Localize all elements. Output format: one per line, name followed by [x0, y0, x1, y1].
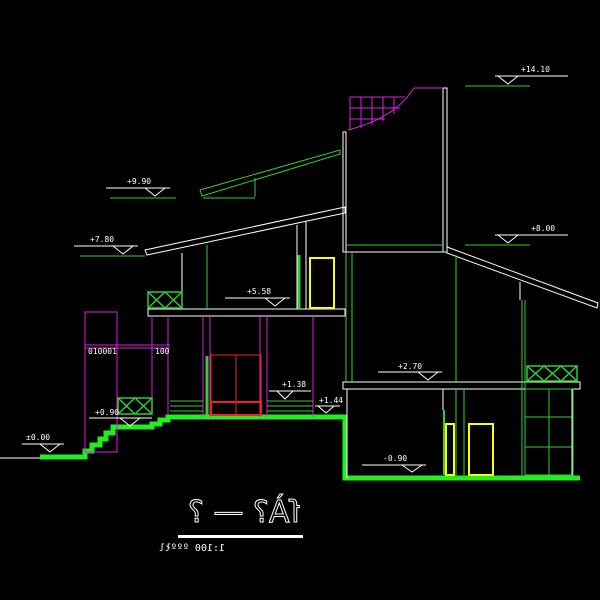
elevation-label: +5.58 — [247, 287, 271, 296]
elevation-label: -0.90 — [383, 454, 407, 463]
elevation-markers — [22, 75, 568, 473]
title-block: ſÀ? — ? — [187, 494, 300, 531]
elevation-labels: +14.10 +9.90 +8.00 +7.80 +5.58 +2.70 +1.… — [26, 65, 555, 463]
title-underline — [178, 535, 303, 538]
elevation-label: +1.38 — [282, 380, 306, 389]
elevation-label: +2.70 — [398, 362, 422, 371]
entry-door — [210, 354, 262, 416]
elevation-label: +8.00 — [531, 224, 555, 233]
ground-profile — [0, 414, 580, 481]
elevation-label: ±0.00 — [26, 433, 50, 442]
elevation-label: +0.90 — [95, 408, 119, 417]
elevation-label: +9.90 — [127, 177, 151, 186]
floors-walls — [147, 222, 581, 478]
trellis-grid — [347, 87, 415, 131]
annotation-label: 100 — [155, 347, 170, 356]
elevation-label: +7.80 — [90, 235, 114, 244]
window-grid — [524, 388, 574, 476]
elevation-label: +14.10 — [521, 65, 550, 74]
doors — [309, 257, 494, 476]
railings — [170, 356, 313, 415]
drawing-title: ſÀ? — ? — [188, 494, 300, 530]
tower — [342, 87, 448, 253]
annotation-label: 010001 — [88, 347, 117, 356]
elevation-label: +1.44 — [319, 396, 343, 405]
scale-label: 1:100 ºººłl — [159, 543, 225, 554]
planter-boxes — [117, 291, 578, 415]
columns — [84, 311, 314, 453]
